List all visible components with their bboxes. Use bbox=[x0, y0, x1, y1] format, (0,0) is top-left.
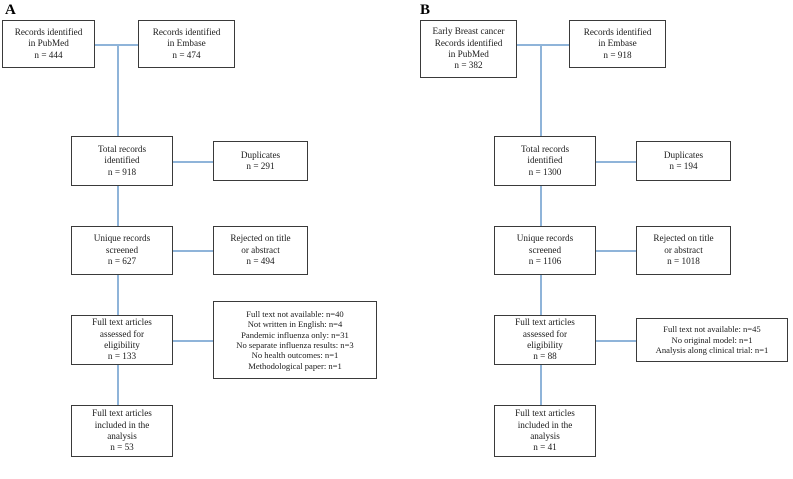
node-line: in Embase bbox=[167, 38, 206, 49]
node-line: Rejected on title bbox=[653, 233, 714, 244]
panel-a-letter: A bbox=[5, 2, 16, 18]
node-line: or abstract bbox=[664, 244, 703, 255]
node-b-eligibility: Full text articles assessed for eligibil… bbox=[494, 315, 596, 365]
connector-a-eligibility-to-exclusions bbox=[173, 340, 213, 342]
node-line: assessed for bbox=[99, 328, 145, 339]
node-line: n = 627 bbox=[107, 256, 137, 267]
node-line: Rejected on title bbox=[230, 233, 291, 244]
node-line: eligibility bbox=[104, 340, 140, 350]
node-b-total-records: Total records identified n = 1300 bbox=[494, 136, 596, 186]
node-line: n = 53 bbox=[110, 442, 134, 453]
connector-b-eligibility-to-exclusions bbox=[596, 340, 636, 342]
exclusion-reason-line: No separate influenza results: n=3 bbox=[236, 340, 354, 350]
node-line: n = 494 bbox=[246, 256, 275, 267]
node-line: n = 88 bbox=[533, 351, 557, 362]
connector-b-total-to-duplicates bbox=[596, 161, 636, 163]
connector-b-sources-horizontal bbox=[517, 44, 569, 46]
exclusion-reason-line: No original model: n=1 bbox=[671, 334, 753, 345]
node-line: n = 444 bbox=[34, 49, 63, 60]
node-a-duplicates: Duplicates n = 291 bbox=[213, 141, 308, 181]
exclusion-reason-line: Methodological paper: n=1 bbox=[248, 360, 342, 371]
exclusion-reason-line: Full text not available: n=45 bbox=[663, 324, 761, 335]
node-line: n = 382 bbox=[454, 60, 483, 71]
connector-a-eligibility-to-included bbox=[117, 365, 119, 405]
node-a-exclusion-reasons: Full text not available: n=40 Not writte… bbox=[213, 301, 377, 379]
exclusion-reason-line: Full text not available: n=40 bbox=[246, 308, 344, 319]
node-line: n = 918 bbox=[603, 49, 632, 60]
node-line: Records identified bbox=[583, 26, 652, 37]
node-line: n = 291 bbox=[246, 161, 275, 171]
node-line: n = 1106 bbox=[528, 256, 562, 267]
node-line: n = 194 bbox=[669, 161, 698, 171]
node-line: n = 1300 bbox=[528, 166, 562, 177]
node-line: in PubMed bbox=[448, 49, 489, 59]
connector-a-unique-to-eligibility bbox=[117, 275, 119, 315]
node-b-rejected: Rejected on title or abstract n = 1018 bbox=[636, 226, 731, 275]
node-line: in Embase bbox=[598, 38, 637, 49]
node-line: identified bbox=[104, 155, 140, 166]
node-line: Total records bbox=[97, 143, 147, 154]
node-line: Records identified bbox=[14, 26, 83, 37]
node-line: Duplicates bbox=[240, 149, 281, 160]
node-line: n = 133 bbox=[107, 351, 137, 362]
node-line: identified bbox=[527, 155, 563, 166]
connector-b-unique-to-rejected bbox=[596, 250, 636, 252]
connector-b-eligibility-to-included bbox=[540, 365, 542, 405]
node-b-duplicates: Duplicates n = 194 bbox=[636, 141, 731, 181]
node-line: Unique records bbox=[93, 233, 151, 244]
connector-a-unique-to-rejected bbox=[173, 250, 213, 252]
node-a-unique-records: Unique records screened n = 627 bbox=[71, 226, 173, 275]
node-line: n = 474 bbox=[172, 49, 201, 60]
node-line: Duplicates bbox=[663, 149, 704, 160]
connector-a-sources-to-total bbox=[117, 44, 119, 136]
node-line: Unique records bbox=[516, 233, 574, 244]
connector-b-total-to-unique bbox=[540, 186, 542, 226]
node-line: included in the bbox=[94, 419, 150, 430]
node-line: eligibility bbox=[527, 340, 563, 350]
node-line: Early Breast cancer bbox=[432, 26, 505, 37]
connector-a-total-to-duplicates bbox=[173, 161, 213, 163]
node-line: n = 1018 bbox=[667, 256, 700, 267]
node-b-exclusion-reasons: Full text not available: n=45 No origina… bbox=[636, 318, 788, 362]
exclusion-reason-line: No health outcomes: n=1 bbox=[251, 350, 339, 361]
exclusion-reason-line: Pandemic influenza only: n=31 bbox=[241, 329, 349, 340]
panel-a: A Records identified in PubMed n = 444 R… bbox=[2, 2, 377, 457]
node-line: analysis bbox=[530, 431, 560, 441]
node-line: n = 918 bbox=[107, 166, 137, 177]
node-b-source-pubmed: Early Breast cancer Records identified i… bbox=[420, 20, 517, 78]
node-line: assessed for bbox=[522, 328, 568, 339]
connector-a-total-to-unique bbox=[117, 186, 119, 226]
node-line: Records identified bbox=[434, 37, 503, 48]
node-line: included in the bbox=[517, 419, 573, 430]
node-b-included: Full text articles included in the analy… bbox=[494, 405, 596, 457]
node-a-rejected: Rejected on title or abstract n = 494 bbox=[213, 226, 308, 275]
node-a-source-pubmed: Records identified in PubMed n = 444 bbox=[2, 20, 95, 68]
node-line: Full text articles bbox=[92, 408, 152, 419]
node-line: Full text articles bbox=[515, 317, 575, 328]
connector-b-unique-to-eligibility bbox=[540, 275, 542, 315]
node-a-total-records: Total records identified n = 918 bbox=[71, 136, 173, 186]
exclusion-reason-line: Analysis along clinical trial: n=1 bbox=[655, 345, 769, 356]
node-a-source-embase: Records identified in Embase n = 474 bbox=[138, 20, 235, 68]
node-line: analysis bbox=[107, 431, 137, 441]
node-line: screened bbox=[528, 244, 562, 255]
node-line: in PubMed bbox=[28, 38, 69, 49]
node-line: Full text articles bbox=[515, 408, 575, 419]
exclusion-reason-line: Not written in English: n=4 bbox=[247, 319, 343, 330]
node-line: Full text articles bbox=[92, 317, 152, 328]
node-line: screened bbox=[105, 244, 139, 255]
node-a-included: Full text articles included in the analy… bbox=[71, 405, 173, 457]
panel-b: B Early Breast cancer Records identified… bbox=[400, 0, 793, 479]
node-line: Total records bbox=[520, 143, 570, 154]
node-line: Records identified bbox=[152, 26, 221, 37]
node-a-eligibility: Full text articles assessed for eligibil… bbox=[71, 315, 173, 365]
node-line: or abstract bbox=[241, 244, 280, 255]
node-line: n = 41 bbox=[533, 442, 557, 453]
node-b-unique-records: Unique records screened n = 1106 bbox=[494, 226, 596, 275]
panel-b-letter: B bbox=[420, 2, 431, 18]
node-b-source-embase: Records identified in Embase n = 918 bbox=[569, 20, 666, 68]
connector-b-sources-to-total bbox=[540, 44, 542, 136]
